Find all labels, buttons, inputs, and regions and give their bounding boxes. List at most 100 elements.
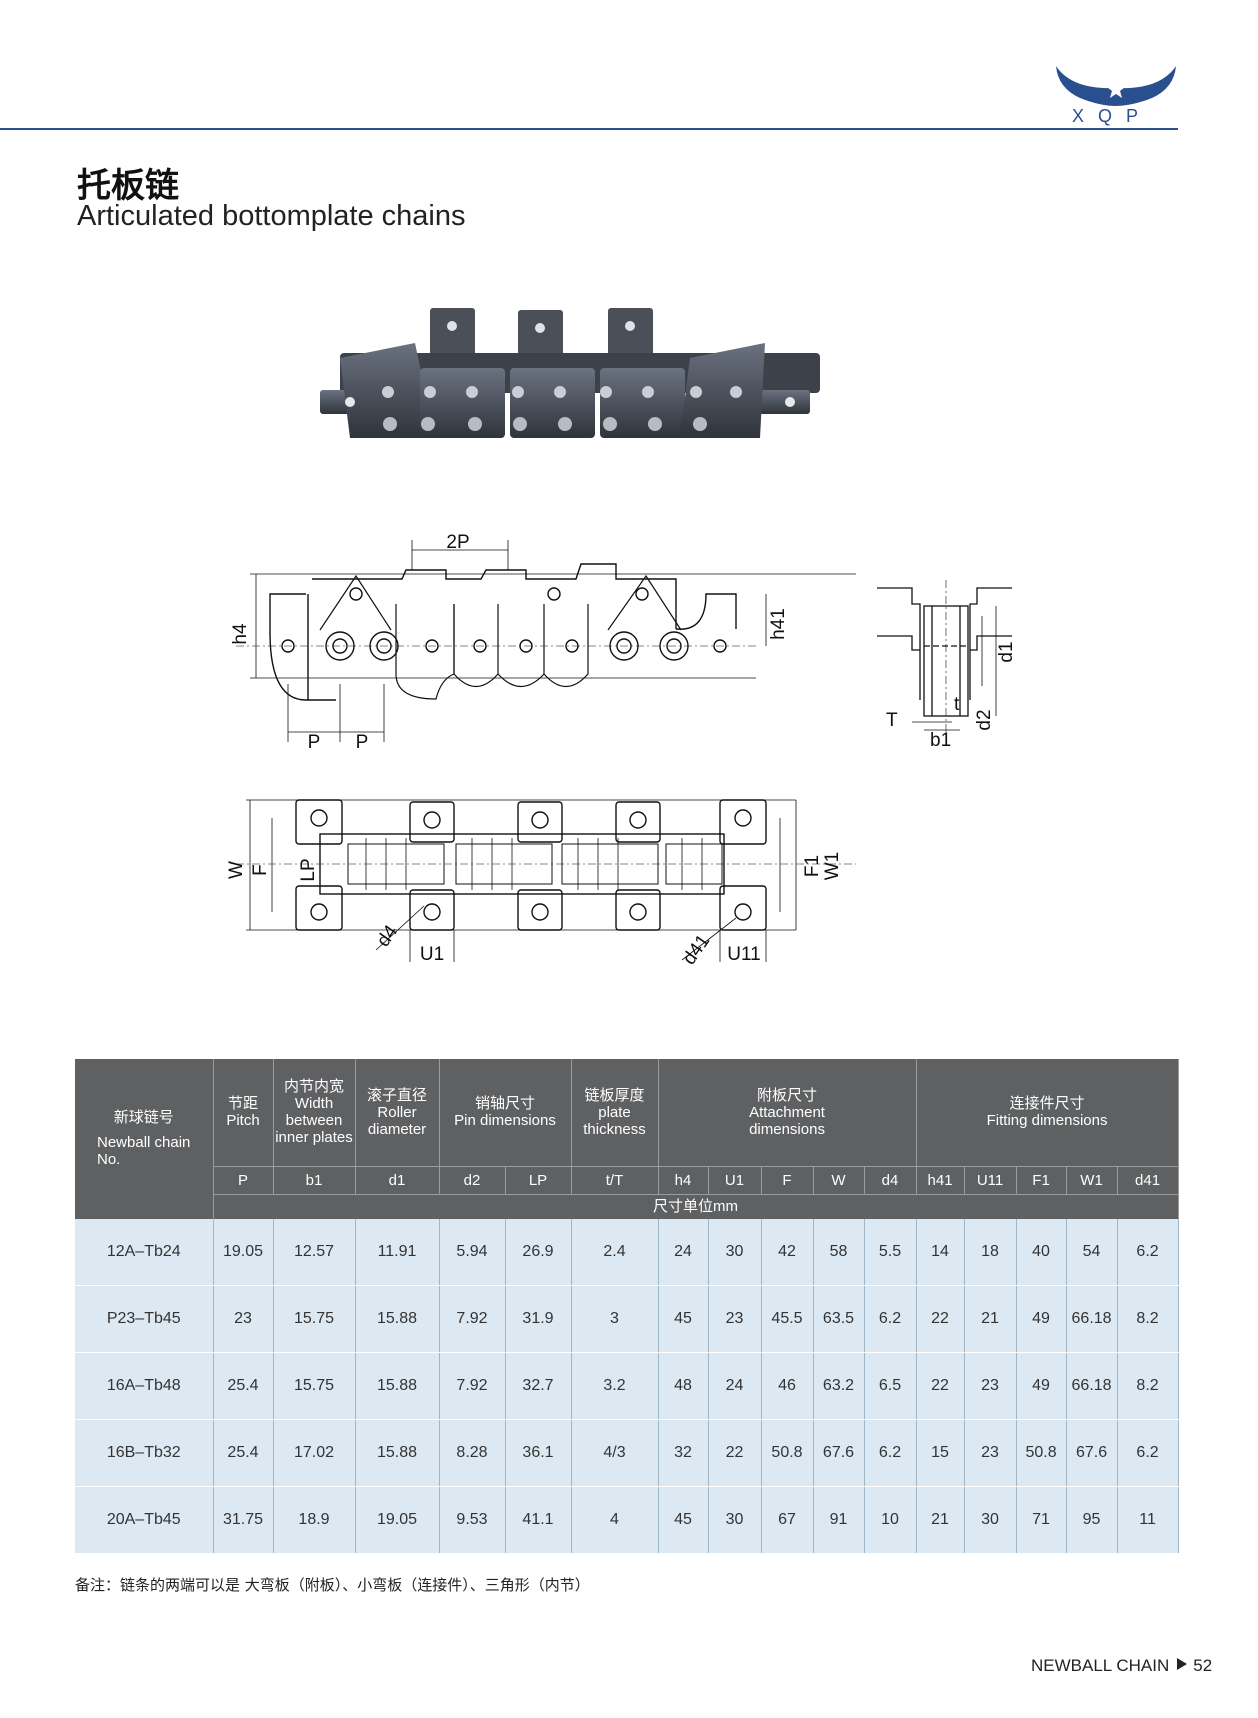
- value-cell: 30: [964, 1486, 1017, 1554]
- value-cell: 91: [813, 1486, 865, 1554]
- dim-w1: W1: [822, 852, 843, 881]
- value-cell: 3: [571, 1285, 659, 1353]
- model-cell: 20A–Tb45: [75, 1486, 214, 1554]
- value-cell: 25.4: [213, 1352, 274, 1420]
- value-cell: 8.2: [1117, 1352, 1179, 1420]
- symbol-cell: F: [761, 1165, 814, 1194]
- value-cell: 9.53: [439, 1486, 506, 1554]
- logo-text: XQP: [1072, 106, 1153, 126]
- value-cell: 21: [916, 1486, 965, 1554]
- value-cell: 19.05: [355, 1486, 440, 1554]
- value-cell: 12.57: [273, 1218, 356, 1286]
- value-cell: 45: [658, 1486, 709, 1554]
- value-cell: 5.94: [439, 1218, 506, 1286]
- value-cell: 23: [964, 1419, 1017, 1487]
- value-cell: 15.75: [273, 1285, 356, 1353]
- value-cell: 54: [1066, 1218, 1118, 1286]
- value-cell: 6.2: [1117, 1218, 1179, 1286]
- value-cell: 71: [1016, 1486, 1067, 1554]
- value-cell: 23: [213, 1285, 274, 1353]
- value-cell: 50.8: [1016, 1419, 1067, 1487]
- value-cell: 31.75: [213, 1486, 274, 1554]
- value-cell: 6.2: [1117, 1419, 1179, 1487]
- symbol-cell: F1: [1016, 1165, 1067, 1194]
- value-cell: 14: [916, 1218, 965, 1286]
- symbol-cell: d4: [864, 1165, 917, 1194]
- dim-d1: d1: [996, 641, 1017, 662]
- model-cell: P23–Tb45: [75, 1285, 214, 1353]
- dim-d2: d2: [974, 709, 995, 730]
- page-number: 52: [1193, 1656, 1213, 1675]
- dim-w: W: [226, 861, 247, 879]
- dim-t-upper: T: [886, 710, 898, 731]
- symbol-cell: t/T: [571, 1165, 659, 1194]
- symbol-cell: b1: [273, 1165, 356, 1194]
- value-cell: 36.1: [505, 1419, 572, 1487]
- dim-t-lower: t: [954, 694, 960, 715]
- value-cell: 24: [708, 1352, 762, 1420]
- header-chain-no: 新球链号 Newball chain No.: [75, 1059, 214, 1219]
- value-cell: 8.2: [1117, 1285, 1179, 1353]
- value-cell: 24: [658, 1218, 709, 1286]
- value-cell: 26.9: [505, 1218, 572, 1286]
- value-cell: 10: [864, 1486, 917, 1554]
- value-cell: 15.75: [273, 1352, 356, 1420]
- symbol-cell: h4: [658, 1165, 709, 1194]
- value-cell: 4: [571, 1486, 659, 1554]
- value-cell: 67.6: [1066, 1419, 1118, 1487]
- value-cell: 22: [916, 1285, 965, 1353]
- value-cell: 30: [708, 1486, 762, 1554]
- value-cell: 6.2: [864, 1285, 917, 1353]
- dim-u11: U11: [727, 944, 760, 965]
- value-cell: 6.2: [864, 1419, 917, 1487]
- value-cell: 67.6: [813, 1419, 865, 1487]
- value-cell: 17.02: [273, 1419, 356, 1487]
- value-cell: 40: [1016, 1218, 1067, 1286]
- dim-u1: U1: [420, 944, 444, 965]
- value-cell: 15.88: [355, 1352, 440, 1420]
- value-cell: 5.5: [864, 1218, 917, 1286]
- header-rule: [0, 128, 1178, 130]
- dim-d41: d41: [679, 931, 714, 969]
- footer-brand: NEWBALL CHAIN: [1031, 1656, 1170, 1675]
- value-cell: 95: [1066, 1486, 1118, 1554]
- dim-d4: d4: [373, 921, 403, 951]
- dim-p-first: P: [308, 732, 321, 753]
- side-view-drawing: 2P h4 P P h41: [230, 532, 856, 753]
- value-cell: 45.5: [761, 1285, 814, 1353]
- model-cell: 12A–Tb24: [75, 1218, 214, 1286]
- value-cell: 30: [708, 1218, 762, 1286]
- value-cell: 67: [761, 1486, 814, 1554]
- value-cell: 42: [761, 1218, 814, 1286]
- value-cell: 58: [813, 1218, 865, 1286]
- value-cell: 15.88: [355, 1285, 440, 1353]
- photo-top-tabs: [430, 308, 653, 358]
- value-cell: 11: [1117, 1486, 1179, 1554]
- value-cell: 21: [964, 1285, 1017, 1353]
- value-cell: 32.7: [505, 1352, 572, 1420]
- symbol-cell: d1: [355, 1165, 440, 1194]
- value-cell: 50.8: [761, 1419, 814, 1487]
- value-cell: 31.9: [505, 1285, 572, 1353]
- value-cell: 2.4: [571, 1218, 659, 1286]
- dim-lp: LP: [298, 858, 319, 881]
- symbol-cell: U11: [964, 1165, 1017, 1194]
- page-footer: NEWBALL CHAIN 52: [1031, 1656, 1212, 1676]
- symbol-cell: LP: [505, 1165, 572, 1194]
- chain-photo: [320, 308, 820, 438]
- dim-h4: h4: [230, 623, 251, 645]
- unit-note: 尺寸单位mm: [213, 1193, 1179, 1219]
- value-cell: 23: [708, 1285, 762, 1353]
- value-cell: 7.92: [439, 1285, 506, 1353]
- value-cell: 32: [658, 1419, 709, 1487]
- value-cell: 11.91: [355, 1218, 440, 1286]
- value-cell: 49: [1016, 1352, 1067, 1420]
- value-cell: 7.92: [439, 1352, 506, 1420]
- value-cell: 45: [658, 1285, 709, 1353]
